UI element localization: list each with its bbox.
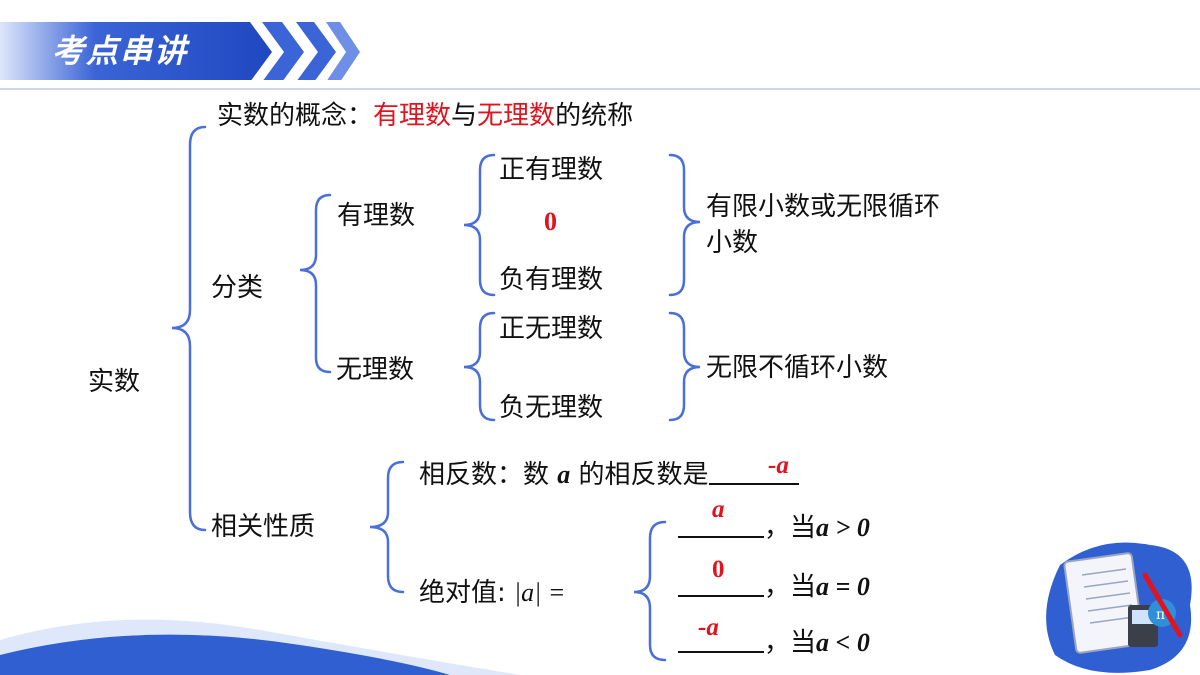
case-condition: a = 0 xyxy=(816,572,870,601)
case-blank xyxy=(678,514,764,538)
case-cond-prefix: ，当 xyxy=(764,513,817,543)
negative-irrational: 负无理数 xyxy=(499,393,604,423)
rational-right-brace xyxy=(668,153,701,297)
chevron-right-icon xyxy=(262,22,360,80)
irrational-right-brace xyxy=(668,311,701,422)
case-answer-positive: a xyxy=(712,496,725,523)
opposite-suffix: 的相反数是 xyxy=(578,460,709,490)
header-divider xyxy=(0,88,1200,90)
opposite-line: 相反数：数 a 的相反数是 xyxy=(419,460,799,490)
case-condition: a < 0 xyxy=(816,628,870,657)
case-row-positive: ，当a > 0 xyxy=(678,513,870,543)
rational-note: 有限小数或无限循环小数 xyxy=(706,192,941,258)
concept-prefix: 实数的概念： xyxy=(217,101,374,131)
rational-label: 有理数 xyxy=(337,201,416,231)
concept-mid: 与 xyxy=(451,101,478,131)
opposite-blank xyxy=(708,461,799,485)
wave-decoration xyxy=(0,619,520,675)
root-brace xyxy=(171,125,207,532)
case-row-negative: ，当a < 0 xyxy=(678,628,870,658)
math-notebook-icon: π xyxy=(1046,542,1192,673)
opposite-answer: -a xyxy=(768,452,789,479)
properties-brace xyxy=(369,460,405,594)
absolute-label: 绝对值: xyxy=(419,578,506,608)
properties-label: 相关性质 xyxy=(211,512,316,542)
case-cond-prefix: ，当 xyxy=(764,628,817,658)
case-blank xyxy=(678,629,764,653)
classification-label: 分类 xyxy=(211,273,264,303)
classification-brace xyxy=(299,193,332,374)
opposite-prefix: 相反数：数 xyxy=(419,460,550,490)
case-cond-prefix: ，当 xyxy=(764,572,817,602)
rational-left-brace xyxy=(463,153,496,297)
case-answer-negative: -a xyxy=(698,614,719,641)
case-row-zero: ，当a = 0 xyxy=(678,572,870,602)
concept-rational: 有理数 xyxy=(373,101,452,131)
header-banner xyxy=(0,22,360,80)
absolute-brace xyxy=(633,520,667,662)
concept-line: 实数的概念：有理数与无理数的统称 xyxy=(217,101,633,131)
root-label: 实数 xyxy=(88,367,141,397)
absolute-line: 绝对值: |a| = xyxy=(419,578,565,608)
zero-item: 0 xyxy=(544,207,557,236)
case-answer-zero: 0 xyxy=(712,556,725,583)
case-blank xyxy=(678,573,764,597)
irrational-note: 无限不循环小数 xyxy=(706,353,889,383)
positive-irrational: 正无理数 xyxy=(499,314,604,344)
case-condition: a > 0 xyxy=(816,513,870,542)
concept-irrational: 无理数 xyxy=(477,101,556,131)
irrational-label: 无理数 xyxy=(336,355,415,385)
irrational-left-brace xyxy=(463,311,496,422)
opposite-var: a xyxy=(557,460,571,489)
svg-text:π: π xyxy=(1156,607,1165,623)
concept-suffix: 的统称 xyxy=(555,101,634,131)
negative-rational: 负有理数 xyxy=(499,265,604,295)
positive-rational: 正有理数 xyxy=(499,155,604,185)
absolute-expr: |a| = xyxy=(514,578,566,607)
page-title: 考点串讲 xyxy=(52,32,189,70)
